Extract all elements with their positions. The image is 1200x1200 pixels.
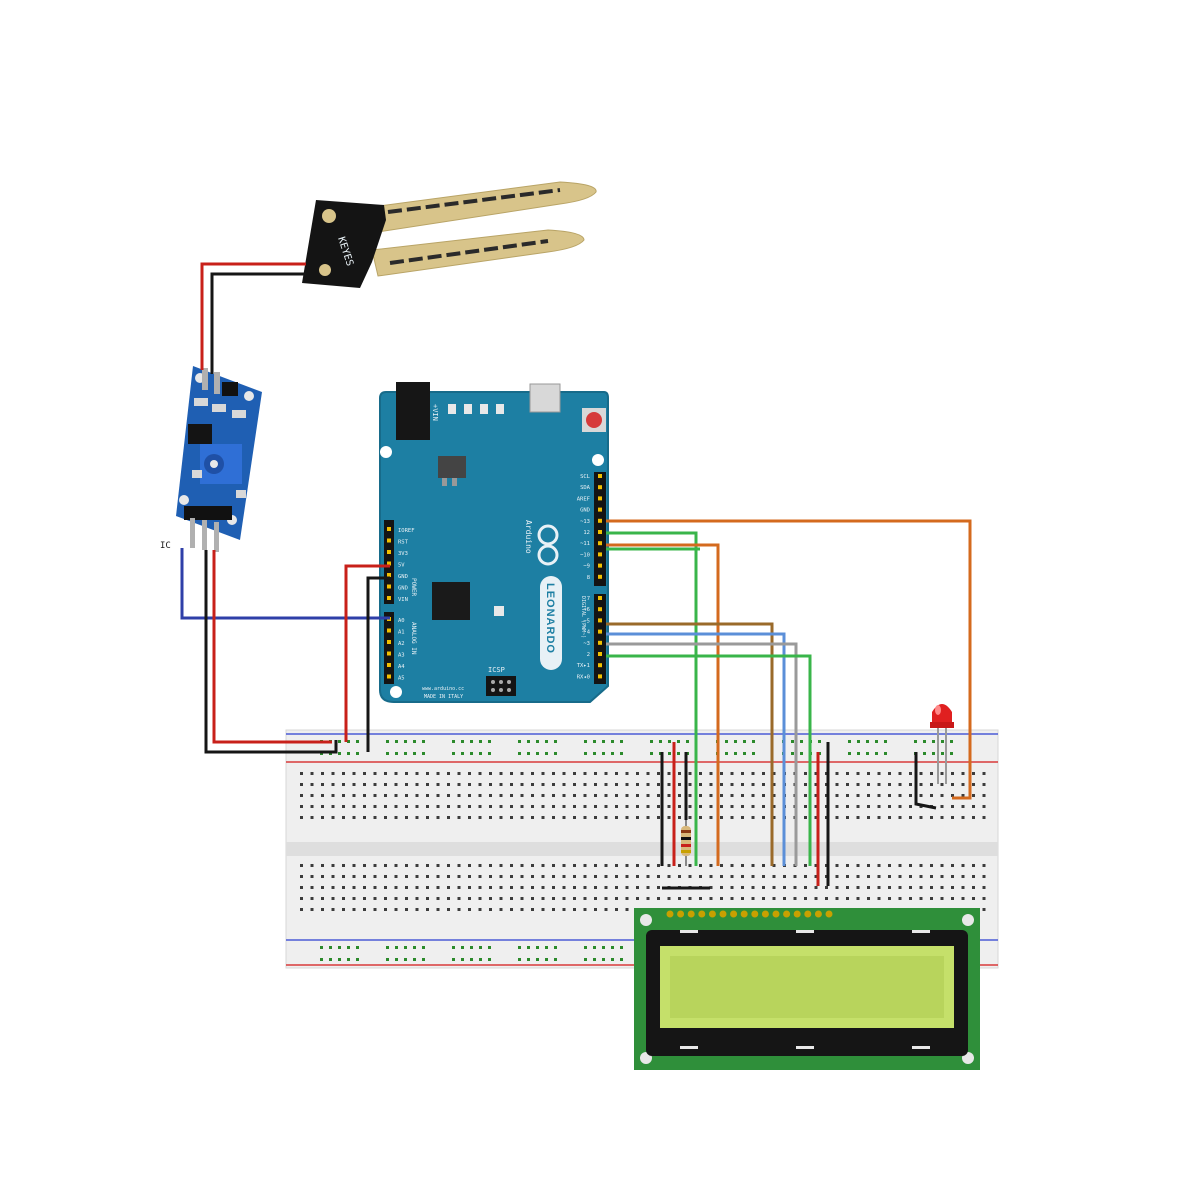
pin-label: VIN — [398, 597, 408, 603]
pin-label: RX◂0 — [577, 674, 590, 680]
pin-label: ~13 — [580, 519, 590, 525]
module-pin-mark: IC — [160, 541, 171, 551]
model-label: LEONARDO — [544, 583, 556, 654]
wire-pin12 — [606, 531, 698, 866]
red-led — [930, 704, 954, 784]
pin-label: AREF — [577, 496, 590, 502]
website-label: www.arduino.cc — [422, 686, 464, 692]
jumper-led-gnd — [914, 752, 937, 810]
wires — [180, 262, 972, 890]
resistor — [681, 820, 691, 866]
arduino-leonardo-board: +VIN Arduino LEONARDO ICSP — [379, 382, 609, 703]
wire-pin4 — [606, 632, 786, 866]
pin-label: 7 — [587, 596, 590, 602]
pin-label: SDA — [580, 485, 591, 491]
soil-moisture-probe: KEYES — [302, 181, 597, 288]
wire-probe-red — [200, 262, 306, 370]
made-in-label: MADE IN ITALY — [424, 694, 463, 700]
pin-label: 2 — [587, 652, 590, 658]
pin-label: ~10 — [580, 552, 590, 558]
lcd-16x2 — [634, 908, 980, 1070]
wire-pin3 — [606, 642, 798, 866]
pin-label: 3V3 — [398, 551, 408, 557]
pin-label: RST — [398, 540, 409, 546]
wire-5v — [344, 564, 390, 742]
pin-label: A5 — [398, 676, 405, 682]
pin-label: GND — [398, 574, 408, 580]
pin-label: A1 — [398, 630, 405, 636]
pin-label: 5V — [398, 563, 405, 569]
wire-pin11 — [606, 543, 720, 866]
pin-label: ~3 — [583, 641, 590, 647]
pin-label: GND — [398, 586, 408, 592]
pin-label: TX▸1 — [577, 663, 590, 669]
pin-label: ~5 — [583, 618, 590, 624]
pin-label: SCL — [580, 474, 591, 480]
power-header-label: POWER — [410, 578, 417, 596]
wire-module-vcc — [204, 550, 338, 754]
pin-label: GND — [580, 508, 590, 514]
wire-gnd — [366, 576, 390, 752]
wire-probe-black — [210, 272, 306, 374]
wire-pin5 — [606, 622, 774, 866]
pin-label: 12 — [583, 530, 590, 536]
icsp-label: ICSP — [488, 666, 505, 674]
moisture-sensor-module: IC — [160, 366, 262, 552]
pin-label: ~6 — [583, 607, 590, 613]
wire-module-gnd — [212, 550, 332, 744]
wire-module-signal — [180, 548, 390, 620]
pin-label: ~11 — [580, 541, 590, 547]
pin-label: A2 — [398, 641, 405, 647]
pin-label: ~9 — [583, 564, 590, 570]
wire-pin2 — [606, 654, 812, 866]
digital-header-label: DIGITAL (PWM~) — [580, 596, 586, 638]
vin-label: +VIN — [431, 404, 439, 421]
pin-label: A4 — [398, 664, 405, 670]
brand-label: Arduino — [524, 520, 533, 554]
analog-header-label: ANALOG IN — [410, 622, 417, 655]
wire-pin13-led — [606, 519, 972, 800]
pin-label: 8 — [587, 575, 590, 581]
pin-label: IOREF — [398, 528, 415, 534]
pin-label: A0 — [398, 618, 405, 624]
pin-label: 4 — [587, 630, 591, 636]
pin-label: A3 — [398, 653, 405, 659]
